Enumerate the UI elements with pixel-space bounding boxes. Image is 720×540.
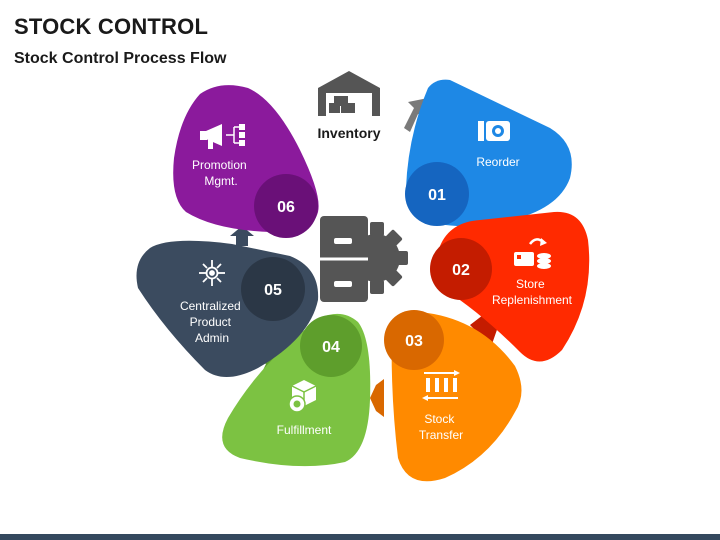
svg-text:Fulfillment: Fulfillment	[277, 423, 332, 437]
page-subtitle: Stock Control Process Flow	[14, 50, 227, 67]
page-title: STOCK CONTROL	[14, 14, 209, 39]
replenish-icon	[514, 238, 551, 269]
step-02-store-replenishment: Store Replenishment 02	[430, 211, 590, 362]
svg-text:Store Replenishment: Store Replenishment	[492, 277, 573, 307]
step-02-label-line-2: Replenishment	[492, 293, 573, 307]
arrow-03-to-04	[370, 379, 384, 417]
step-05-label-line-3: Admin	[195, 331, 229, 345]
step-03-label-line-2: Transfer	[419, 428, 463, 442]
svg-text:Promotion Mgmt.: Promotion Mgmt.	[192, 158, 250, 188]
transfer-icon	[422, 370, 460, 401]
step-01-reorder: Reorder 01	[405, 79, 572, 227]
network-icon	[199, 260, 225, 286]
inventory-label: Inventory	[317, 125, 380, 141]
step-06-promotion-mgmt: Promotion Mgmt. 06	[173, 85, 319, 238]
step-01-label-line-1: Reorder	[476, 155, 519, 169]
step-03-stock-transfer: Stock Transfer 03	[384, 310, 522, 482]
megaphone-icon	[200, 124, 245, 149]
arrow-05-to-06	[230, 226, 254, 246]
camera-icon	[478, 121, 510, 141]
svg-text:Stock Transfer: Stock Transfer	[419, 412, 463, 442]
package-icon	[288, 380, 317, 413]
svg-text:Reorder: Reorder	[476, 155, 519, 169]
step-02-label-line-1: Store	[516, 277, 545, 291]
warehouse-icon	[318, 71, 380, 116]
step-04-number: 04	[322, 339, 340, 356]
step-04-fulfillment: Fulfillment 04	[222, 313, 371, 467]
step-02-number: 02	[452, 262, 470, 279]
step-06-label-line-1: Promotion	[192, 158, 247, 172]
step-05-label-line-1: Centralized	[180, 299, 241, 313]
step-05-number: 05	[264, 282, 282, 299]
bottom-accent-bar	[0, 534, 720, 540]
step-05-label-line-2: Product	[190, 315, 232, 329]
svg-text:Centralized Product: Centralized Product Admin	[180, 299, 244, 345]
cabinet-gear-icon	[320, 216, 408, 302]
step-03-label-line-1: Stock	[424, 412, 455, 426]
step-06-label-line-2: Mgmt.	[204, 174, 237, 188]
step-01-number: 01	[428, 187, 446, 204]
step-05-centralized-product-admin: Centralized Product Admin 05	[136, 240, 319, 378]
step-06-number: 06	[277, 199, 295, 216]
step-03-number: 03	[405, 333, 423, 350]
step-04-label-line-1: Fulfillment	[277, 423, 332, 437]
